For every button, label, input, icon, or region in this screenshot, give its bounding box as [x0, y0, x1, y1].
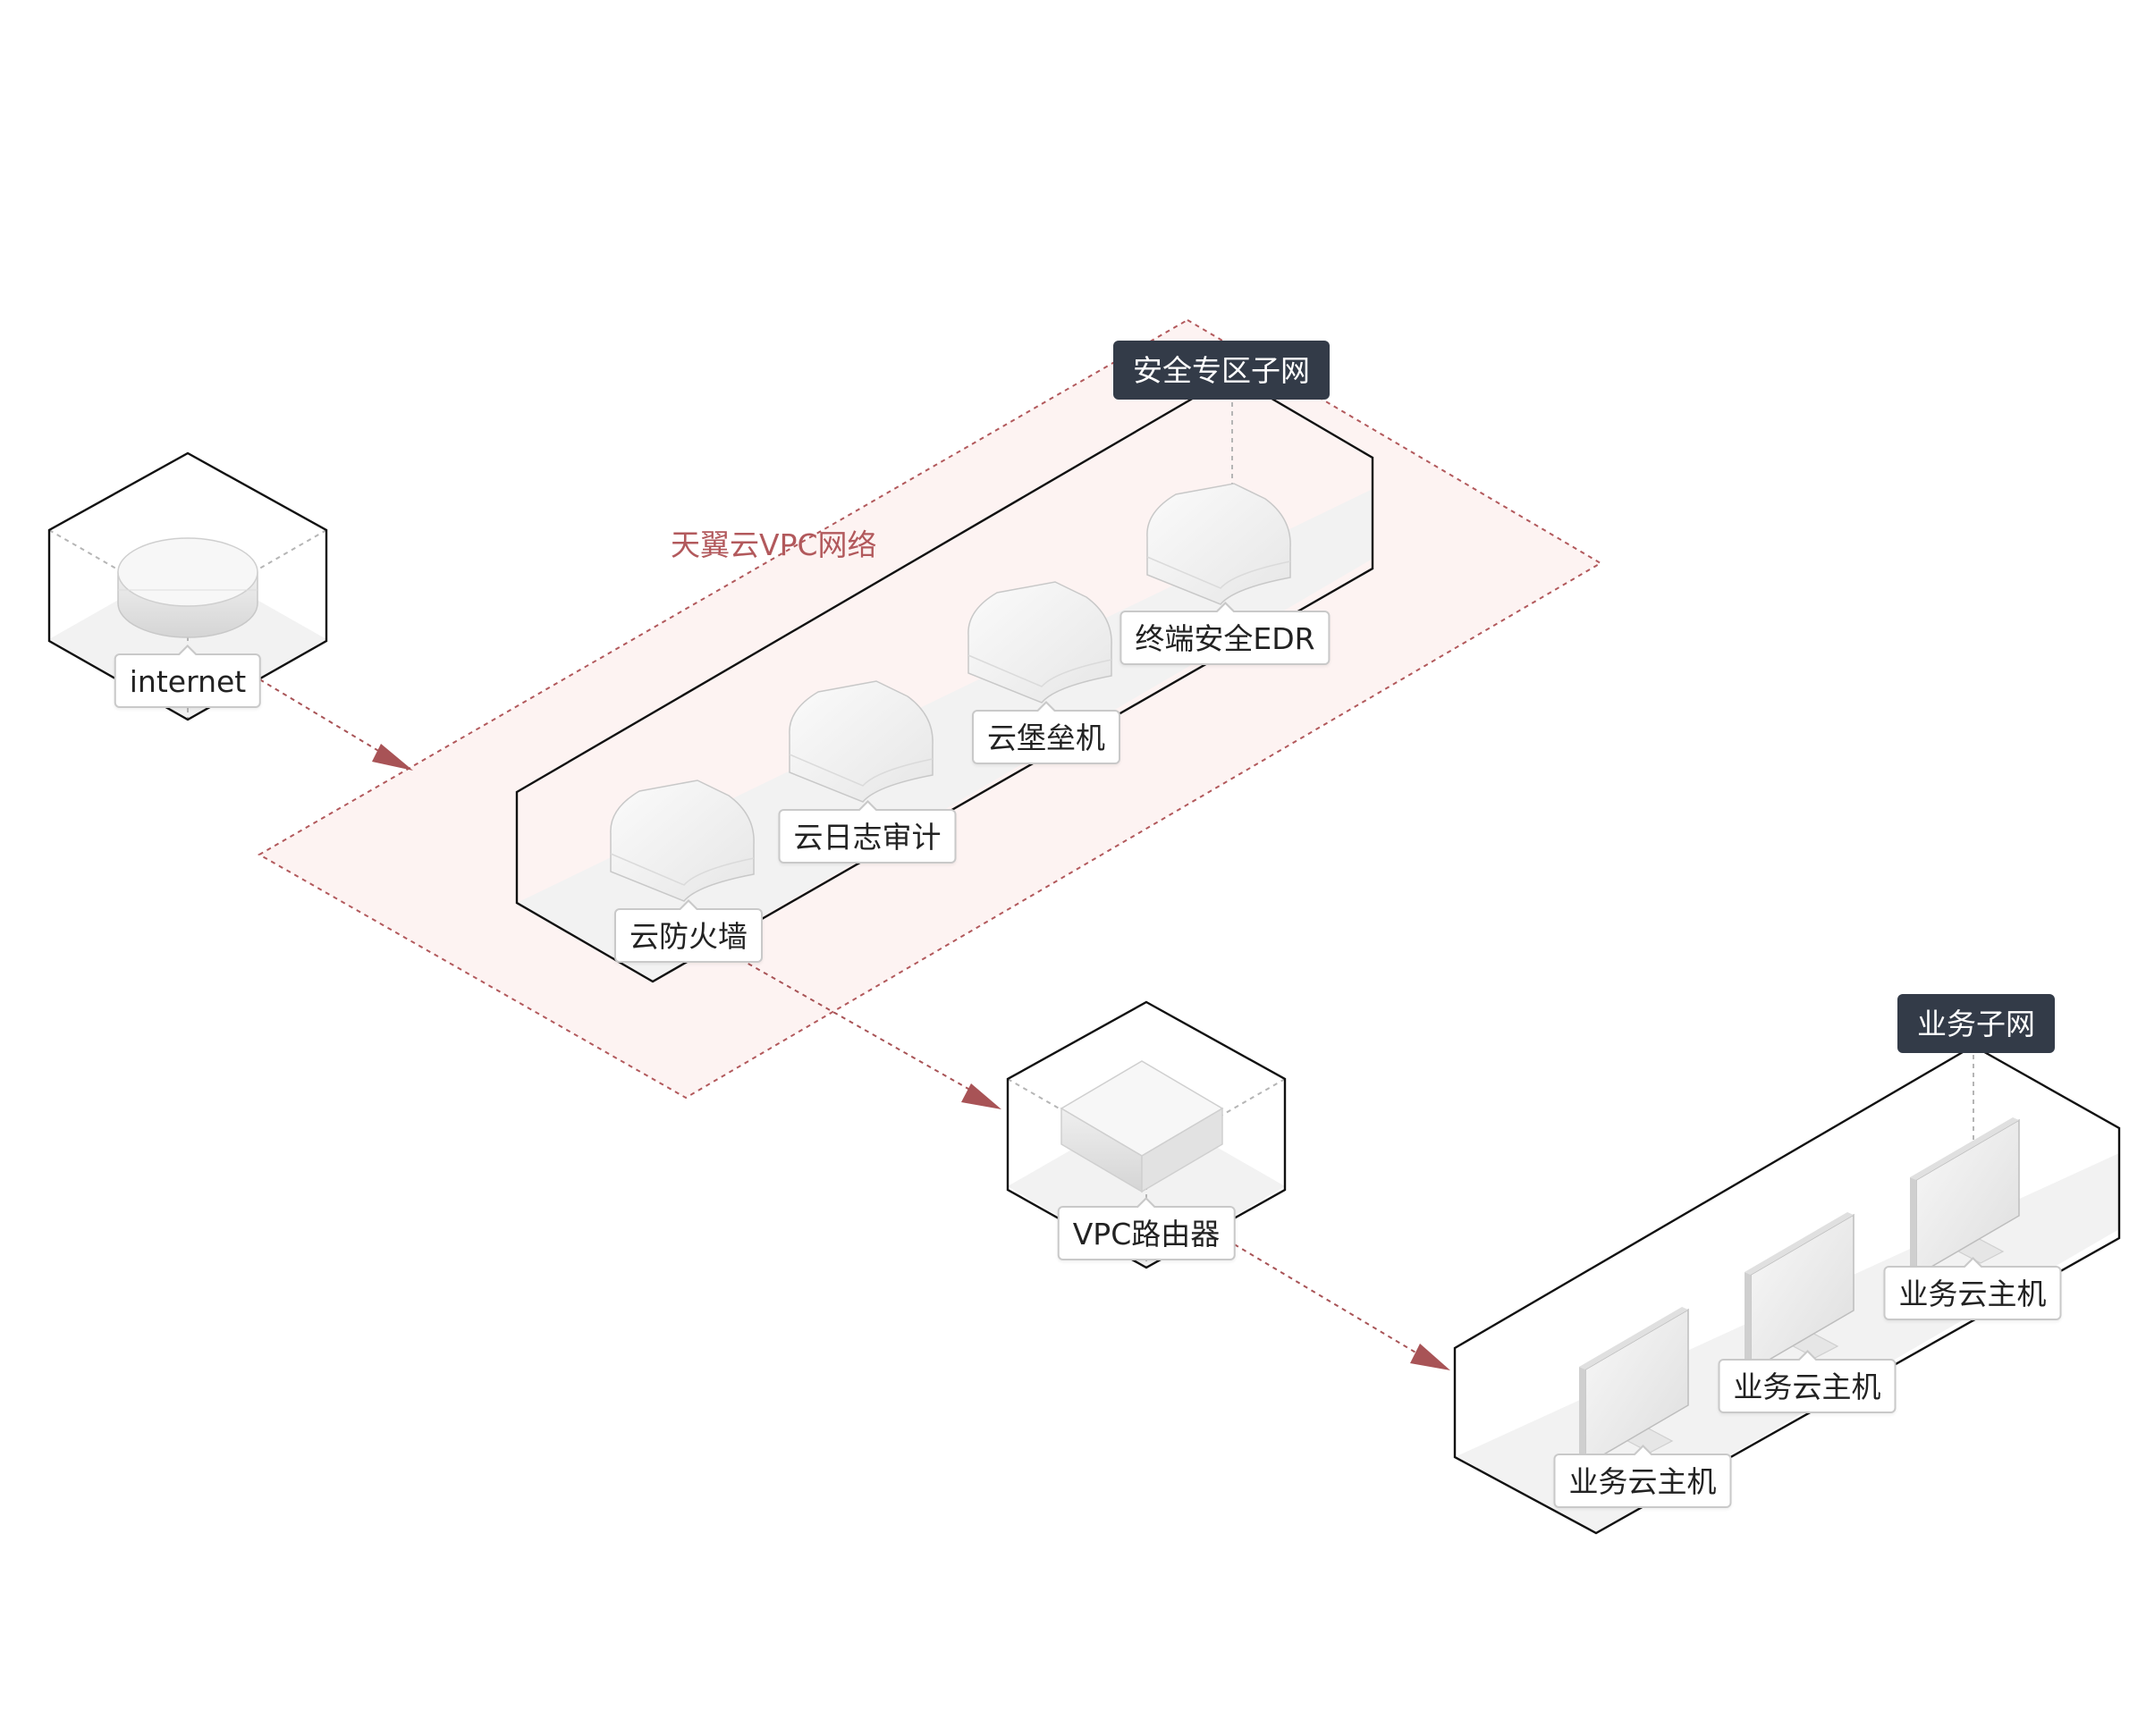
security-subnet-title: 安全专区子网	[1113, 341, 1330, 400]
log-audit-label: 云日志审计	[778, 800, 957, 864]
flow-arrowheads	[372, 744, 1450, 1370]
arrow-head-icon	[372, 744, 413, 771]
arrow-head-icon	[1410, 1344, 1450, 1370]
host-label-1: 业务云主机	[1553, 1445, 1732, 1508]
connector-router-to-hosts	[1226, 1239, 1423, 1357]
cylinder-icon	[117, 537, 258, 638]
monitor-icon	[1910, 1117, 2020, 1277]
edr-label: 终端安全EDR	[1119, 602, 1331, 665]
business-subnet-title: 业务子网	[1897, 994, 2055, 1053]
arrow-head-icon	[961, 1083, 1001, 1109]
host-label-2: 业务云主机	[1718, 1350, 1897, 1413]
monitor-icon	[1579, 1307, 1689, 1467]
monitor-icon	[1745, 1212, 1855, 1372]
shield-icon	[967, 581, 1112, 704]
shield-icon	[789, 680, 934, 803]
firewall-label: 云防火墙	[614, 899, 763, 963]
connector-firewall-to-router	[739, 958, 976, 1093]
router-box-icon	[1060, 1060, 1224, 1193]
bastion-label: 云堡垒机	[972, 701, 1120, 764]
shield-icon	[610, 780, 755, 902]
shield-icon	[1146, 483, 1291, 605]
host-label-3: 业务云主机	[1883, 1257, 2062, 1320]
connector-internet-to-firewall	[251, 674, 394, 761]
internet-label: internet	[114, 645, 262, 708]
vpc-network-title: 天翼云VPC网络	[671, 527, 877, 562]
flow-connectors	[251, 674, 1423, 1357]
router-label: VPC路由器	[1057, 1197, 1236, 1260]
